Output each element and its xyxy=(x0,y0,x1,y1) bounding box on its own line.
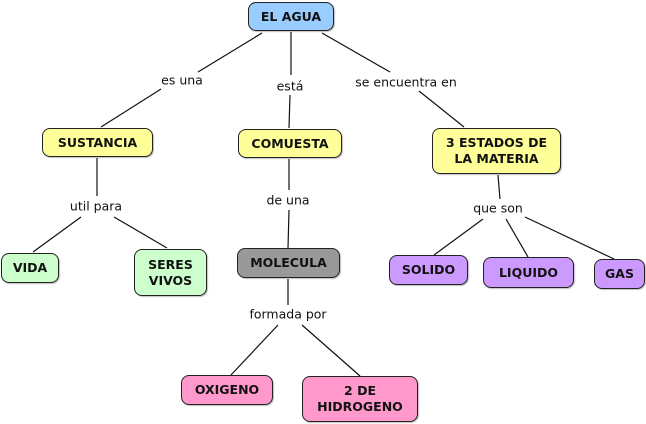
node-text: LIQUIDO xyxy=(498,264,559,280)
node-text: 3 ESTADOS DE xyxy=(445,135,548,150)
line-queson-liquido xyxy=(505,218,529,258)
node-text: COMUESTA xyxy=(251,135,329,151)
line-agua-seencuentra xyxy=(321,32,391,73)
node-text: VIDA xyxy=(12,260,48,275)
line-util-seres xyxy=(113,216,168,249)
node-el-agua[interactable]: EL AGUA xyxy=(248,2,334,31)
node-molecula[interactable]: MOLECULA xyxy=(237,248,340,278)
line-util-vida xyxy=(32,216,82,253)
link-label-esta: está xyxy=(276,78,304,94)
line-estados-queson xyxy=(497,174,501,200)
node-liquido[interactable]: LIQUIDO xyxy=(483,257,574,288)
node-text: OXIGENO xyxy=(194,382,260,397)
node-vida[interactable]: VIDA xyxy=(1,253,59,283)
node-text: MOLECULA xyxy=(250,255,327,270)
node-text: GAS xyxy=(605,266,634,281)
line-queson-solido xyxy=(433,218,484,256)
link-label-que-son: que son xyxy=(473,200,523,216)
line-deuna-molecula xyxy=(287,209,290,249)
node-text: 2 DE xyxy=(344,383,376,398)
node-text: VIVOS xyxy=(148,272,193,288)
line-esta-comuesta xyxy=(288,94,291,129)
node-text: SOLIDO xyxy=(401,262,456,277)
link-label-util-para: util para xyxy=(69,198,123,214)
node-text: LA MATERIA xyxy=(454,151,539,166)
line-formada-hidrogeno xyxy=(301,324,361,377)
link-label-formada-por: formada por xyxy=(249,306,327,322)
node-sustancia[interactable]: SUSTANCIA xyxy=(42,128,153,157)
line-queson-gas xyxy=(524,216,615,260)
node-text: SERES xyxy=(148,256,193,272)
node-text: HIDROGENO xyxy=(317,399,403,414)
line-formada-oxigeno xyxy=(230,324,279,376)
line-agua-esuna xyxy=(197,32,263,73)
node-gas[interactable]: GAS xyxy=(594,259,645,289)
line-esuna-sustancia xyxy=(100,88,162,128)
link-label-es-una: es una xyxy=(161,72,203,88)
node-text: SUSTANCIA xyxy=(57,134,138,150)
link-label-de-una: de una xyxy=(266,192,310,208)
node-comuesta[interactable]: COMUESTA xyxy=(238,129,342,158)
node-solido[interactable]: SOLIDO xyxy=(389,255,468,285)
link-label-se-encuentra-en: se encuentra en xyxy=(355,74,457,90)
node-text: EL AGUA xyxy=(260,8,322,24)
node-oxigeno[interactable]: OXIGENO xyxy=(181,375,273,405)
line-seencuentra-estados xyxy=(418,90,465,128)
